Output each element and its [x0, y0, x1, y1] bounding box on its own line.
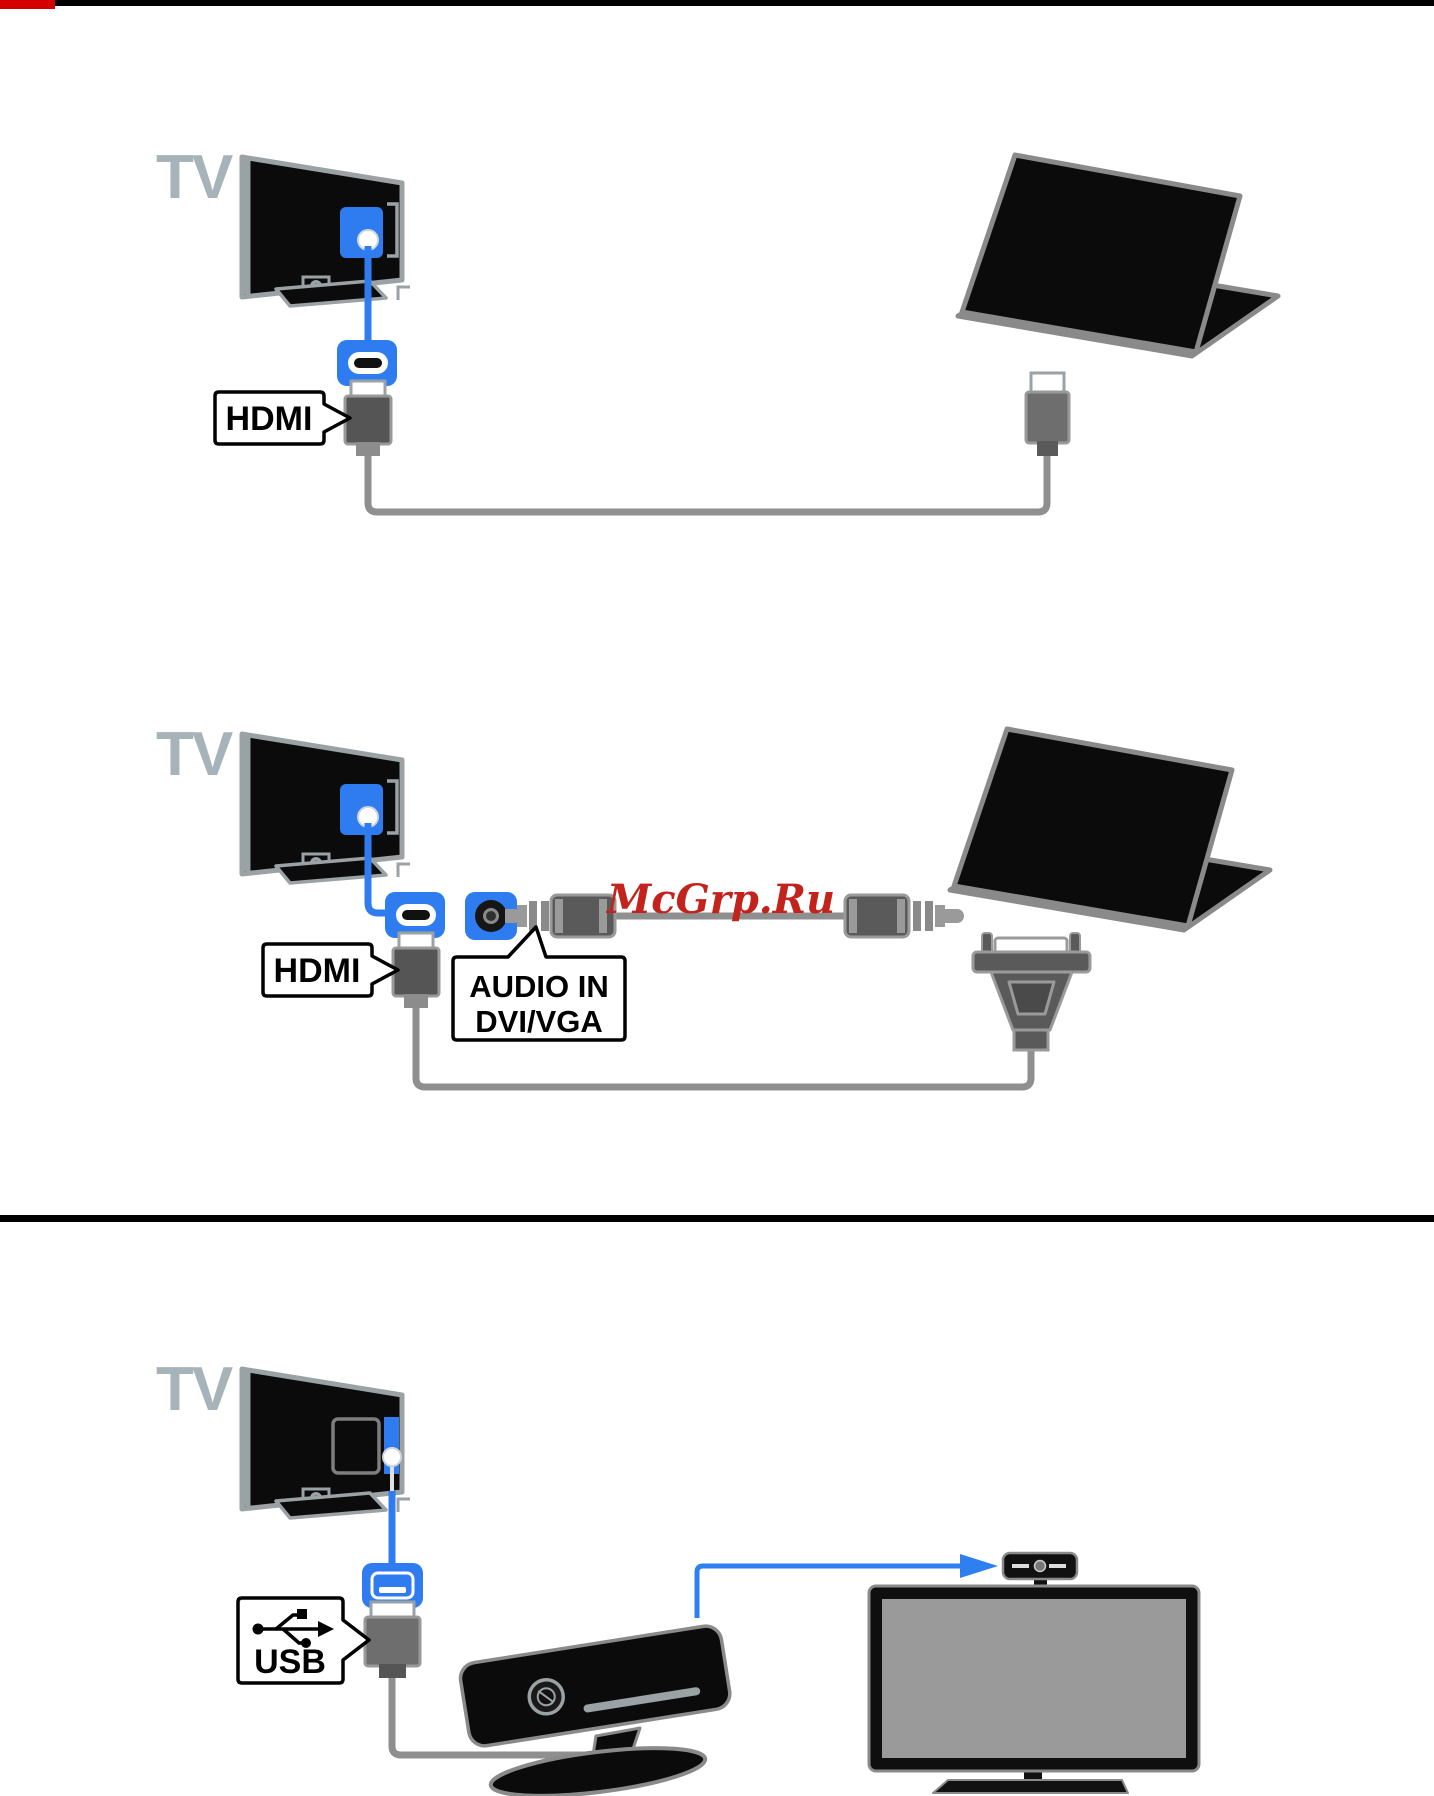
watermark-text: McGrp.Ru: [605, 876, 835, 923]
tv-body: [239, 154, 405, 300]
vga-top-bar: [971, 950, 1092, 974]
section-divider: [0, 1215, 1434, 1222]
hdmi-cable-run-2: [412, 1008, 1035, 1091]
vga-tail: [1012, 1028, 1050, 1052]
vga-inner: [1007, 980, 1056, 1016]
laptop-plug-body: [1024, 390, 1071, 445]
monitor-screen: [882, 1599, 1186, 1758]
tv-back-square: [331, 1417, 381, 1475]
monitor-icon: [867, 1584, 1201, 1794]
webcam-dash-right: [1049, 1564, 1066, 1568]
audio-plug-right-step: [935, 905, 945, 927]
tv-usb-port-panel: [331, 1417, 402, 1493]
camera-body: [458, 1624, 732, 1748]
tv-port-bracket: [387, 202, 399, 258]
usb-port-assembly: [362, 1563, 423, 1678]
laptop-plug-tail: [1037, 441, 1058, 456]
camera-icon: [458, 1624, 732, 1796]
webcam-icon: [1001, 1551, 1079, 1587]
audio-plug-left-band2: [599, 899, 607, 933]
webcam-foot: [1034, 1576, 1047, 1587]
section-hdmi-laptop: TV HDMI: [156, 143, 1281, 516]
camera-slit: [583, 1687, 701, 1713]
tv-corner-mark: [396, 285, 410, 300]
audio-in-port: [465, 892, 517, 940]
hdmi-port-assembly: HDMI: [213, 340, 397, 456]
tv-graphic-3: [156, 1355, 410, 1518]
webcam-lens: [1033, 1559, 1047, 1573]
laptop-plug-collar: [1029, 371, 1066, 395]
usb-icon: [252, 1609, 334, 1648]
usb-plug-tail: [379, 1664, 406, 1678]
top-edge-accent: [0, 0, 55, 9]
usb-label: USB: [236, 1596, 371, 1685]
usb-socket-icon: [370, 1571, 415, 1600]
hdmi-cable-run-1: [364, 450, 1051, 516]
audio-plug-left: [505, 893, 617, 939]
arrow-line: [694, 1563, 964, 1618]
laptop-icon-2: [950, 729, 1270, 930]
audio-label-bubble: [451, 925, 627, 1042]
audio-plug-right-ring2: [925, 901, 933, 931]
usb-plug-body: [363, 1615, 422, 1668]
laptop-icon: [955, 152, 1281, 359]
audio-plug-right-band2: [897, 899, 905, 933]
audio-in-label: AUDIO IN DVI/VGA: [451, 925, 627, 1042]
usb-socket-bar: [379, 1587, 406, 1593]
audio-plug-right: [843, 893, 964, 939]
section-hdmi-dvi-vga-laptop: McGrp.Ru AUDIO IN DVI/VGA: [156, 720, 1270, 1091]
monitor-base: [932, 1779, 1129, 1794]
audio-plug-left-ring2: [541, 901, 549, 931]
audio-plug-left-step: [517, 905, 527, 927]
usb-cable-run: [388, 1676, 648, 1759]
laptop-lid: [959, 152, 1243, 355]
camera-stand-base: [488, 1746, 708, 1796]
top-edge-bar: [0, 0, 1434, 6]
laptop-hdmi-plug: [1024, 371, 1071, 456]
audio-plug-left-tip: [505, 909, 519, 923]
audio-plug-right-band1: [849, 899, 857, 933]
camera-body-group: [458, 1624, 732, 1748]
hdmi-plug-body: [343, 394, 393, 446]
tv-port-panel: [340, 202, 399, 258]
audio-label-line1: AUDIO IN: [469, 969, 609, 1004]
blue-cable-2: [364, 823, 386, 917]
tv-port-hole-3: [382, 1447, 402, 1467]
hdmi-port-assembly-2: [261, 890, 447, 1010]
vga-connector: [971, 932, 1092, 1052]
arrow-head-icon: [960, 1554, 998, 1578]
hdmi-label-bubble: [213, 390, 352, 446]
audio-plug-right-body: [843, 893, 911, 939]
audio-plug-left-band1: [555, 899, 563, 933]
section-usb-camera: USB: [156, 1355, 1201, 1796]
audio-plug-right-cap: [950, 909, 964, 923]
hdmi-plug-tail: [356, 442, 380, 456]
audio-plug-left-ring1: [529, 901, 537, 931]
camera-lens-glint: [537, 1690, 554, 1703]
hdmi-label-text: HDMI: [226, 400, 313, 438]
usb-label-text: USB: [254, 1643, 326, 1681]
webcam-dash-left: [1012, 1564, 1029, 1568]
audio-plug-right-ring1: [913, 901, 921, 931]
tv-graphic: TV: [156, 143, 410, 308]
audio-jack-hole-ring: [483, 908, 499, 924]
audio-label-line2: DVI/VGA: [475, 1004, 602, 1039]
tv-stand-base: [274, 279, 388, 308]
hdmi-socket-slot: [354, 358, 382, 368]
tv-text: TV: [156, 143, 233, 212]
